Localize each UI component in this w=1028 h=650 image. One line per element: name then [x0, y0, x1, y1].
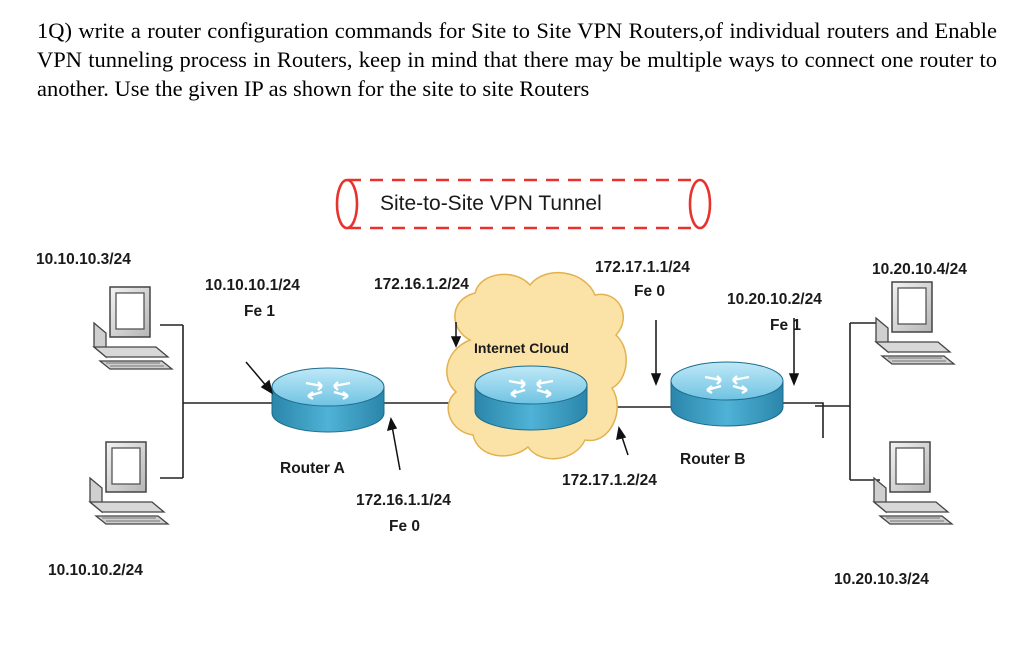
pointer-arrows: [245, 318, 800, 471]
router-b-fe1-ip: 10.20.10.2/24: [727, 291, 822, 308]
cloud-right-ip: 172.17.1.2/24: [562, 472, 657, 489]
router-a-fe0-ip: 172.16.1.1/24: [356, 492, 451, 509]
router-b-fe1-port: Fe 1: [770, 317, 801, 334]
host-a-bottom-ip: 10.10.10.2/24: [48, 562, 143, 579]
pc-b-top: [875, 281, 955, 365]
vpn-tunnel: Site-to-Site VPN Tunnel: [335, 178, 712, 230]
router-a: [272, 368, 384, 432]
tunnel-label: Site-to-Site VPN Tunnel: [380, 192, 602, 215]
pc-a-bottom: [89, 441, 169, 525]
router-a-name: Router A: [280, 460, 345, 477]
cloud-router: [475, 366, 587, 430]
router-a-fe1-ip: 10.10.10.1/24: [205, 277, 300, 294]
host-b-bottom-ip: 10.20.10.3/24: [834, 571, 929, 588]
router-b-fe0-ip: 172.17.1.1/24: [595, 259, 690, 276]
cloud-left-ip: 172.16.1.2/24: [374, 276, 469, 293]
router-a-fe1-port: Fe 1: [244, 303, 275, 320]
pc-b-bottom: [873, 441, 953, 525]
router-b: [671, 362, 783, 426]
host-b-top-ip: 10.20.10.4/24: [872, 261, 967, 278]
router-b-name: Router B: [680, 451, 745, 468]
router-a-fe0-port: Fe 0: [389, 518, 420, 535]
host-a-top-ip: 10.10.10.3/24: [36, 251, 131, 268]
pc-a-top: [93, 286, 173, 370]
cloud-label: Internet Cloud: [474, 340, 569, 356]
question-text: 1Q) write a router configuration command…: [37, 18, 997, 101]
router-b-fe0-port: Fe 0: [634, 283, 665, 300]
